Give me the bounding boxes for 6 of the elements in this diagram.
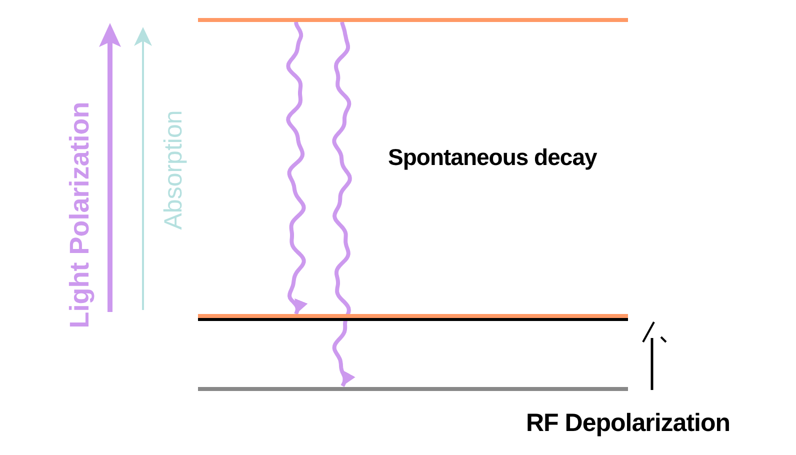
axis-label: Light Polarization [66,102,94,328]
process-label: Spontaneous decay [388,146,597,169]
wavy-arrow [286,22,308,315]
wavy-arrow [332,21,356,387]
axis-label: Absorption [162,110,186,230]
process-label: RF Depolarization [526,411,730,436]
